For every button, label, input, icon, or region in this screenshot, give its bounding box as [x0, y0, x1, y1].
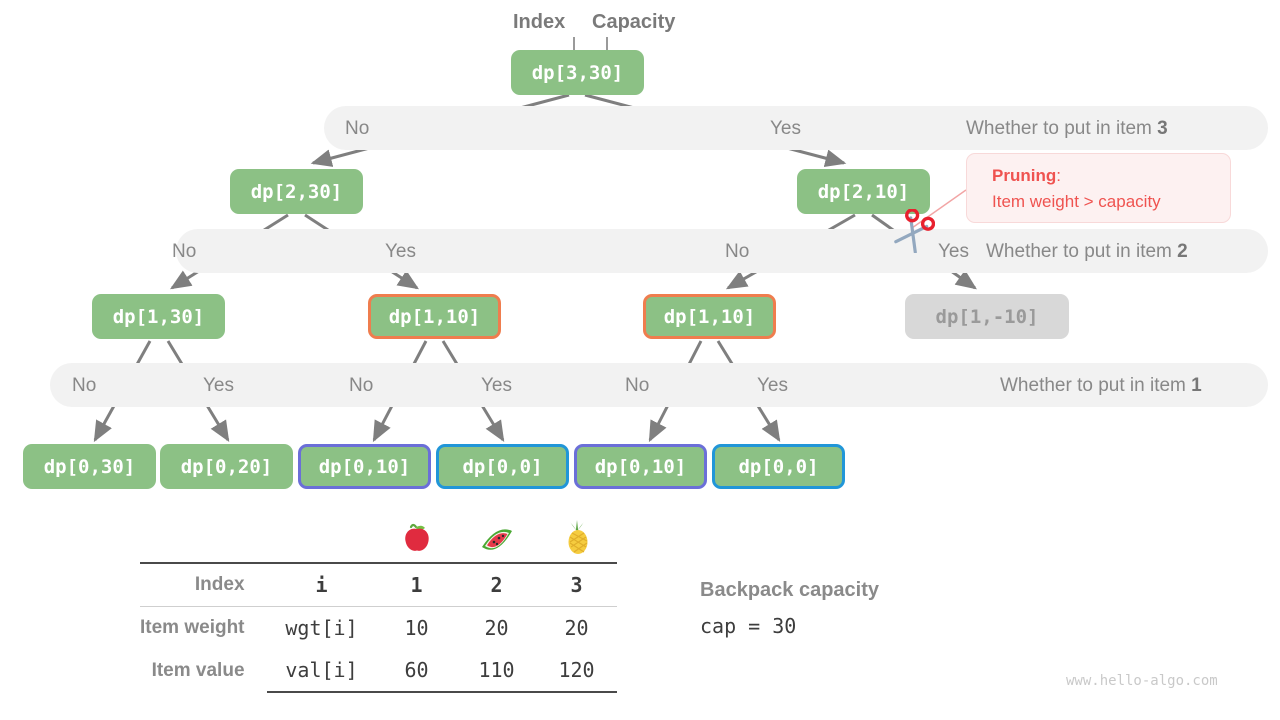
emoji-key-spacer: [267, 518, 377, 563]
decision-title-text-2: Whether to put in item: [986, 241, 1178, 262]
leaf-dp-0-0-b[interactable]: dp[0,0]: [712, 444, 845, 489]
decision-label-r1-yes: Yes: [770, 118, 801, 139]
key-index: i: [266, 562, 377, 607]
pruning-colon: :: [1056, 166, 1061, 185]
items-table: Index i 1 2 3 Item weight wgt[i] 10 20 2…: [140, 518, 617, 694]
table-row-weight: Item weight wgt[i] 10 20 20: [140, 606, 617, 649]
leaf-dp-0-10-b[interactable]: dp[0,10]: [574, 444, 707, 489]
decision-title-item-3: Whether to put in item 3: [966, 119, 1168, 138]
index-item-2: 2: [456, 562, 537, 607]
table-row-emoji: [140, 518, 617, 563]
leaf-dp-0-0-a[interactable]: dp[0,0]: [436, 444, 569, 489]
scissors-icon: [894, 209, 935, 253]
node-dp-1-10-left[interactable]: dp[1,10]: [368, 294, 501, 339]
node-dp-1-10-right[interactable]: dp[1,10]: [643, 294, 776, 339]
value-item-2: 110: [478, 658, 515, 682]
index-item-1: 1: [376, 562, 457, 607]
node-dp-1-30[interactable]: dp[1,30]: [92, 294, 225, 339]
decision-title-text-3: Whether to put in item: [966, 118, 1158, 139]
decision-label-r3-yes-1: Yes: [203, 375, 234, 396]
pruning-callout: Pruning: Item weight > capacity: [966, 153, 1231, 223]
table-row-value: Item value val[i] 60 110 120: [140, 649, 617, 692]
leaf-dp-0-10-a[interactable]: dp[0,10]: [298, 444, 431, 489]
decision-bar-item-2: [176, 229, 1268, 273]
leaf-dp-0-30[interactable]: dp[0,30]: [23, 444, 156, 489]
pruning-title: Pruning: [992, 166, 1057, 185]
row-label-index: Index: [140, 562, 267, 607]
value-item-1: 60: [404, 658, 429, 682]
bottom-rule-2: [376, 691, 457, 694]
decision-title-item-1: Whether to put in item 1: [1000, 376, 1202, 395]
weight-item-3: 20: [536, 606, 617, 649]
row-label-item-weight: Item weight: [140, 606, 267, 649]
decision-label-r3-no-3: No: [625, 375, 650, 396]
decision-label-r3-yes-2: Yes: [481, 375, 512, 396]
row-label-item-value: Item value: [151, 659, 245, 681]
decision-title-num-2: 2: [1177, 241, 1188, 262]
decision-bar-item-3: [324, 106, 1268, 150]
decision-title-item-2: Whether to put in item 2: [986, 242, 1188, 261]
decision-label-r1-no: No: [345, 118, 370, 139]
bottom-rule-4: [536, 691, 617, 694]
table-bottom-rule: [140, 691, 617, 694]
capacity-annotation-label: Capacity: [592, 11, 676, 33]
decision-label-r2-yes-2: Yes: [938, 241, 969, 262]
bottom-rule-spacer: [140, 692, 267, 693]
index-annotation-label: Index: [513, 11, 566, 33]
decision-label-r2-no-1: No: [172, 241, 197, 262]
value-item-3: 120: [558, 658, 595, 682]
watermark: www.hello-algo.com: [1066, 673, 1218, 689]
decision-label-r2-no-2: No: [725, 241, 750, 262]
backpack-capacity-value: cap = 30: [700, 614, 797, 638]
watermelon-emoji: [457, 518, 537, 563]
node-dp-3-30[interactable]: dp[3,30]: [511, 50, 644, 95]
pruning-title-line: Pruning:: [992, 163, 1230, 189]
decision-title-num-3: 3: [1157, 118, 1168, 139]
node-dp-1-neg10-pruned: dp[1,-10]: [905, 294, 1069, 339]
backpack-capacity-title: Backpack capacity: [700, 579, 880, 601]
decision-title-num-1: 1: [1191, 375, 1202, 396]
decision-label-r3-yes-3: Yes: [757, 375, 788, 396]
leaf-dp-0-20[interactable]: dp[0,20]: [160, 444, 293, 489]
node-dp-2-30[interactable]: dp[2,30]: [230, 169, 363, 214]
decision-label-r3-no-2: No: [349, 375, 374, 396]
key-wgt: wgt[i]: [266, 606, 377, 649]
pineapple-emoji: [537, 518, 617, 563]
decision-label-r3-no-1: No: [72, 375, 97, 396]
weight-item-1: 10: [376, 606, 457, 649]
node-dp-2-10[interactable]: dp[2,10]: [797, 169, 930, 214]
decision-bar-item-1: [50, 363, 1268, 407]
key-val: val[i]: [285, 658, 358, 682]
decision-title-text-1: Whether to put in item: [1000, 375, 1192, 396]
bottom-rule-1: [266, 691, 377, 694]
index-item-3: 3: [536, 562, 617, 607]
table-row-index: Index i 1 2 3: [140, 562, 617, 607]
pruning-detail: Item weight > capacity: [992, 192, 1161, 212]
decision-label-r2-yes-1: Yes: [385, 241, 416, 262]
emoji-row-spacer: [140, 518, 267, 563]
bottom-rule-3: [456, 691, 537, 694]
apple-emoji: [377, 518, 457, 563]
weight-item-2: 20: [456, 606, 537, 649]
